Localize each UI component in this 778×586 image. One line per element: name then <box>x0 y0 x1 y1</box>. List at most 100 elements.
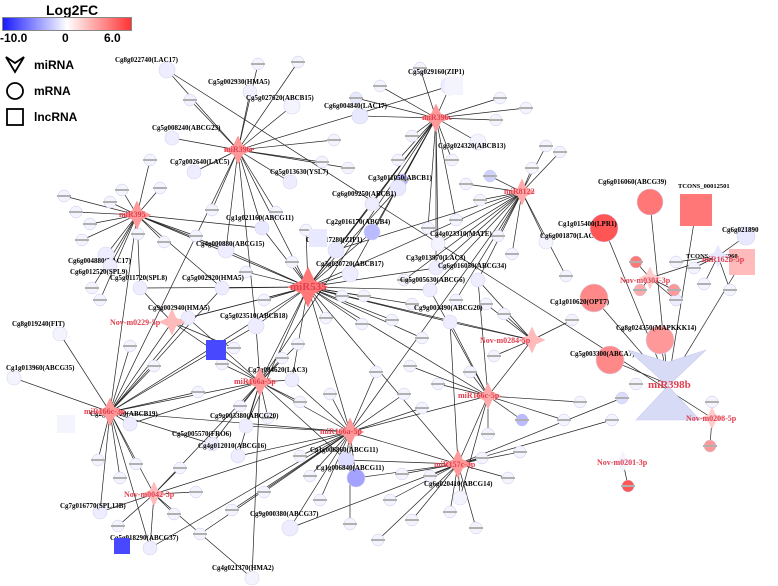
unlabeled-node-text <box>443 511 457 513</box>
unlabeled-node-text <box>143 159 157 161</box>
unlabeled-node-text <box>559 275 573 277</box>
unlabeled-node-text <box>463 371 477 373</box>
mrna-node <box>247 317 265 335</box>
edge <box>335 117 437 251</box>
mirna-label: miR157c-3p <box>434 460 476 469</box>
edge <box>531 319 573 341</box>
edge <box>335 191 523 251</box>
mrna-node <box>204 436 220 452</box>
unlabeled-node-text <box>115 189 129 191</box>
mrna-node <box>363 223 381 241</box>
mrna-node <box>254 220 270 236</box>
edge <box>237 139 335 151</box>
edge <box>497 191 523 237</box>
unlabeled-node-text <box>91 459 105 461</box>
edge <box>263 431 351 493</box>
unlabeled-node-text <box>385 319 399 321</box>
unlabeled-node-text <box>421 227 435 229</box>
edge <box>429 191 523 291</box>
mrna-node <box>158 61 176 79</box>
edge <box>109 149 239 413</box>
edge <box>153 431 351 495</box>
unlabeled-node-text <box>83 223 97 225</box>
lncrna-node <box>680 194 712 226</box>
edge <box>477 279 489 397</box>
mrna-label: Cg7g004620(LAC3) <box>248 366 308 374</box>
edge <box>435 117 457 221</box>
edge <box>435 191 523 269</box>
mirna-node <box>287 266 329 308</box>
lncrna-node <box>206 340 226 360</box>
unlabeled-node-text <box>515 419 529 421</box>
mirna-node <box>223 135 253 165</box>
mrna-node <box>186 164 202 180</box>
unlabeled-node-text <box>299 229 313 231</box>
mrna-label: Cg6g009250(ABCB1) <box>332 190 397 198</box>
edge <box>117 493 155 527</box>
legend-shape-lncrna: lncRNA <box>34 110 78 124</box>
edge <box>427 117 437 229</box>
mrna-label: Cg6g012520(SPL9) <box>70 268 128 276</box>
edge <box>237 149 323 163</box>
unlabeled-node-text <box>697 283 711 285</box>
unlabeled-node-text <box>129 463 143 465</box>
edge <box>109 411 155 495</box>
mrna-node <box>428 260 444 276</box>
edge <box>109 365 155 413</box>
edge <box>166 69 239 151</box>
edge <box>237 61 299 151</box>
edge <box>409 365 489 397</box>
unlabeled-node-text <box>215 363 229 365</box>
edge <box>449 321 489 397</box>
mrna-label: Cg7g002640(LAC5) <box>170 158 230 166</box>
mrna-node <box>281 519 299 537</box>
edge <box>309 431 351 477</box>
edge <box>259 381 351 433</box>
edge <box>307 231 373 288</box>
mrna-node <box>470 272 486 288</box>
unlabeled-node-text <box>341 167 355 169</box>
lncrna-node <box>57 415 75 433</box>
unlabeled-node-text <box>669 261 683 263</box>
unlabeled-node-text <box>431 383 445 385</box>
edge <box>289 431 351 529</box>
lncrna-node <box>114 538 130 554</box>
edge <box>603 227 669 385</box>
edge <box>129 381 261 425</box>
mirna-label: miR8122 <box>504 187 535 196</box>
edge <box>345 459 459 465</box>
edge <box>136 214 197 237</box>
unlabeled-node-text <box>513 451 527 453</box>
unlabeled-node-text <box>723 289 737 291</box>
edge <box>139 287 173 323</box>
edge <box>299 431 351 457</box>
unlabeled-node-text <box>403 365 417 367</box>
unlabeled-node-text <box>291 61 305 63</box>
mrna-node <box>538 234 554 250</box>
unlabeled-node-text <box>615 397 629 399</box>
mirna-node <box>335 417 365 447</box>
mrna-label: Cg5g005570(FRO6) <box>172 430 232 438</box>
mrna-node <box>282 174 298 190</box>
unlabeled-node-text <box>525 167 539 169</box>
unlabeled-node-text <box>349 97 363 99</box>
edge <box>109 411 137 465</box>
edge <box>349 431 459 465</box>
edge <box>459 395 489 499</box>
edge <box>261 227 309 288</box>
mrna-label: Cg5g023510(ABCB18) <box>220 312 288 320</box>
mirna-node <box>158 308 186 336</box>
unlabeled-node-text <box>703 445 717 447</box>
mrna-label: Cg9g003490(ABCG20) <box>414 304 483 312</box>
edge <box>455 191 523 301</box>
unlabeled-node-text <box>557 419 571 421</box>
edge <box>109 214 138 413</box>
edge <box>411 463 459 521</box>
legend-title: Log2FC <box>46 2 99 18</box>
edge <box>349 395 489 433</box>
unlabeled-node-text <box>489 119 503 121</box>
unlabeled-node-text <box>357 295 371 297</box>
edge <box>349 393 405 433</box>
edge <box>99 493 155 513</box>
edge <box>521 151 561 193</box>
